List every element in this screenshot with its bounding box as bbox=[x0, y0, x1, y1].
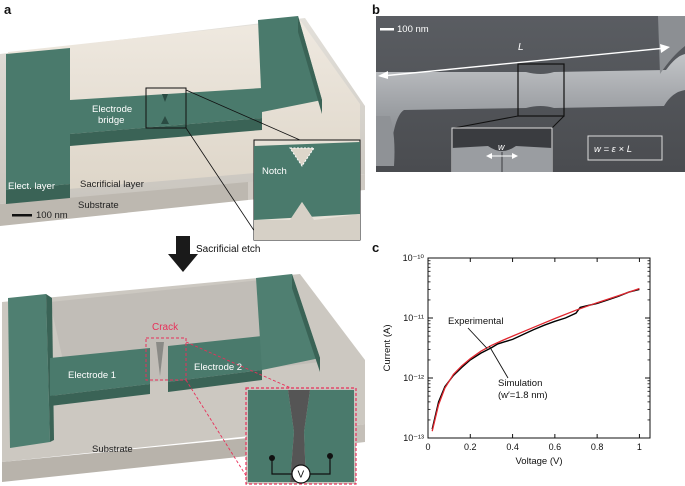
crack-highlight-box bbox=[145, 337, 187, 381]
series-line-experimental bbox=[431, 288, 640, 430]
plot-frame bbox=[427, 257, 651, 439]
circuit-wire-left bbox=[271, 458, 292, 475]
electrode2-label: Electrode 2 bbox=[194, 362, 242, 373]
right-electrode-top bbox=[258, 16, 322, 112]
simulation-annotation: Simulation bbox=[498, 378, 542, 389]
sacrificial-etch-arrow bbox=[168, 236, 198, 272]
panel-a-top-schematic: Notch Electrode bridge Elect. layer Sacr… bbox=[0, 16, 365, 241]
panel-a-letter: a bbox=[4, 2, 12, 17]
crack-zoom-line bbox=[185, 379, 251, 483]
bottom-electrode1-side bbox=[50, 384, 150, 406]
inset-electrode bbox=[254, 142, 360, 220]
crack-inset-right bbox=[304, 390, 354, 482]
inset-scale-bar bbox=[485, 206, 499, 209]
x-tick-label: 0.2 bbox=[464, 442, 477, 452]
bridge-side bbox=[70, 118, 262, 146]
bottom-right-electrode bbox=[256, 274, 320, 370]
series-line-simulation bbox=[431, 287, 640, 432]
gap-highlight-box bbox=[517, 63, 565, 117]
crack-zoom-line bbox=[185, 341, 301, 393]
svg-text:Electrode bridge: Electrode bridge bbox=[92, 104, 135, 126]
substrate-label: Substrate bbox=[78, 200, 119, 211]
sem-bridge bbox=[376, 54, 685, 156]
length-arrowhead-left bbox=[378, 71, 388, 79]
left-electrode-side bbox=[6, 184, 70, 204]
panel-c-chart: 0 0.2 0.4 0.6 0.8 1 10⁻¹³ 10⁻¹² 10⁻¹¹ 10⁻¹⁰ Voltag… bbox=[382, 253, 651, 467]
left-electrode-top bbox=[6, 48, 70, 190]
sem-right-pad bbox=[658, 16, 685, 74]
equation-box bbox=[587, 135, 663, 161]
simulation-pointer bbox=[488, 345, 509, 379]
scale-bar-a bbox=[12, 214, 32, 217]
inset-notch bbox=[289, 147, 315, 167]
panel-b-letter: b bbox=[372, 2, 380, 17]
bottom-electrode2-side bbox=[168, 370, 262, 392]
bottom-substrate-side bbox=[2, 438, 248, 482]
panel-c-letter: c bbox=[372, 240, 380, 255]
inset-scale-bar-label: 50 nm bbox=[502, 201, 529, 212]
inset-line bbox=[453, 115, 519, 129]
crack-inset-gap bbox=[288, 390, 310, 482]
gap-arrowhead-right bbox=[512, 153, 518, 159]
zoom-line bbox=[185, 89, 301, 141]
bottom-substrate-label: Substrate bbox=[92, 444, 133, 455]
x-tick-label: 0 bbox=[425, 442, 430, 452]
elect-layer-label: Elect. layer bbox=[8, 181, 55, 192]
simulation-param-annotation: (w′=1.8 nm) bbox=[498, 390, 548, 401]
y-tick-label: 10⁻¹⁰ bbox=[403, 253, 425, 263]
experimental-annotation: Experimental bbox=[448, 316, 503, 327]
zoom-line bbox=[185, 127, 256, 233]
x-axis-label: Voltage (V) bbox=[516, 456, 563, 467]
voltmeter-icon bbox=[291, 464, 311, 484]
sem-lower-pad bbox=[376, 116, 395, 166]
y-tick-label: 10⁻¹³ bbox=[403, 433, 424, 443]
panel-b-sem-image: L 100 nm w w = ε × L bbox=[376, 16, 685, 172]
electrode-bridge-label-line1: Electrode bbox=[92, 104, 132, 115]
bottom-right-electrode-side bbox=[292, 274, 320, 372]
notch-label: Notch bbox=[262, 166, 287, 177]
notch-highlight-box bbox=[145, 87, 187, 129]
scale-bar-b-label: 100 nm bbox=[397, 24, 429, 35]
y-axis-label: Current (A) bbox=[382, 325, 393, 372]
y-tick-label: 10⁻¹¹ bbox=[403, 313, 424, 323]
equation-label: w = ε × L bbox=[594, 144, 632, 155]
substrate-side bbox=[0, 182, 248, 226]
gap-arrowhead-left bbox=[486, 153, 492, 159]
crack-label: Crack bbox=[152, 322, 179, 333]
voltmeter-label: V bbox=[298, 470, 305, 481]
length-arrowhead-right bbox=[660, 44, 670, 53]
length-label: L bbox=[518, 42, 524, 53]
scale-bar-b bbox=[380, 28, 394, 31]
notch-bottom bbox=[161, 116, 169, 124]
bottom-electrode2 bbox=[168, 336, 262, 382]
x-tick-label: 0.4 bbox=[506, 442, 519, 452]
sacrificial-etch-label: Sacrificial etch bbox=[196, 244, 261, 255]
crack-inset-left bbox=[248, 390, 294, 482]
gap-label: w bbox=[498, 142, 505, 152]
length-arrow bbox=[381, 47, 667, 77]
electrode1-label: Electrode 1 bbox=[68, 370, 116, 381]
crack-gap bbox=[156, 342, 164, 376]
x-tick-label: 0.8 bbox=[591, 442, 604, 452]
bridge-upper bbox=[70, 88, 262, 134]
inset-bottom-side bbox=[254, 202, 360, 240]
bottom-left-electrode bbox=[8, 294, 50, 448]
panel-a-bottom-schematic: V Crack Electrode 1 Electrode 2 Substrat… bbox=[2, 274, 365, 485]
electrode-bridge-label-line2: bridge bbox=[98, 115, 124, 126]
sacrificial-layer-label: Sacrificial layer bbox=[80, 179, 144, 190]
experimental-pointer bbox=[467, 327, 488, 349]
notch-top bbox=[162, 94, 168, 102]
x-tick-label: 0.6 bbox=[549, 442, 562, 452]
right-electrode-side bbox=[298, 16, 322, 114]
y-tick-label: 10⁻¹² bbox=[403, 373, 424, 383]
x-tick-label: 1 bbox=[637, 442, 642, 452]
bottom-electrode1 bbox=[50, 348, 150, 396]
scale-bar-a-label: 100 nm bbox=[36, 210, 68, 221]
circuit-wire-right bbox=[310, 456, 331, 475]
inset-line bbox=[551, 115, 565, 129]
